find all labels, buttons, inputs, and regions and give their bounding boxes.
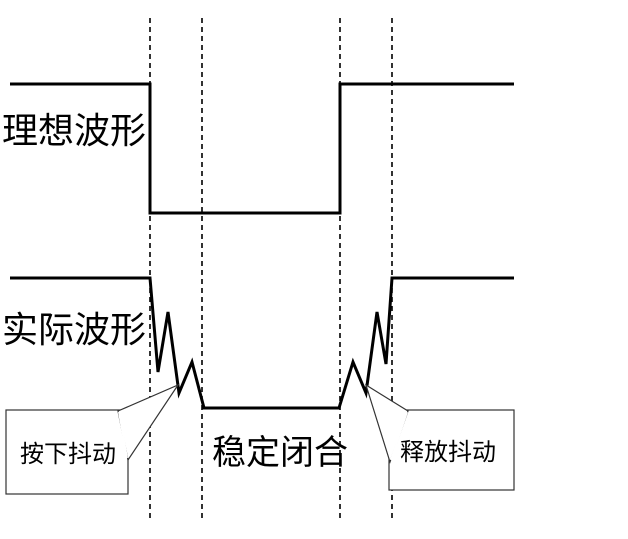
press-bounce-callout-pointer [117, 383, 180, 462]
press-bounce-label: 按下抖动 [20, 440, 116, 468]
press-bounce-callout-box [5, 409, 129, 495]
actual-waveform-line [10, 276, 514, 410]
ideal-waveform-line [10, 82, 514, 215]
stable-closed-label: 稳定闭合 [212, 433, 348, 473]
release-bounce-callout-box [388, 409, 515, 491]
release-bounce-callout-seam [390, 411, 408, 461]
ideal-waveform-label: 理想波形 [2, 111, 146, 152]
press-bounce-callout-seam [118, 411, 128, 459]
press-bounce-callout: 按下抖动 [5, 383, 180, 495]
release-bounce-label: 释放抖动 [400, 438, 496, 466]
actual-waveform-label: 实际波形 [2, 310, 146, 351]
release-bounce-callout: 释放抖动 [364, 383, 515, 491]
